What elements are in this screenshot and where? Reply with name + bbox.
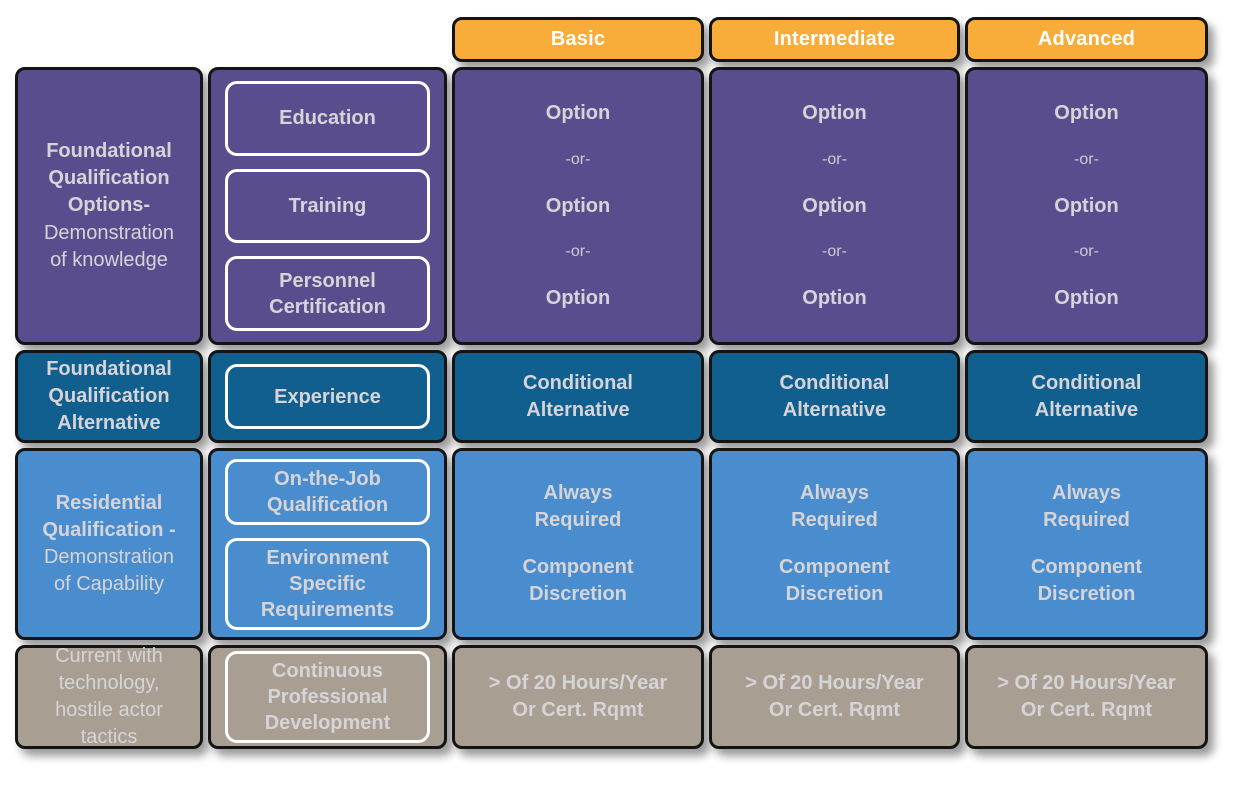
option-text: Option	[802, 101, 867, 124]
cell-cpd-advanced: > Of 20 Hours/Year Or Cert. Rqmt	[965, 645, 1208, 749]
conditional-alternative-text: Conditional Alternative	[1031, 371, 1142, 421]
cell-foundational-intermediate: Option -or- Option -or- Option	[709, 67, 960, 345]
cell-foundational-basic: Option -or- Option -or- Option	[452, 67, 704, 345]
row-label-regular: Demonstration of Capability	[43, 546, 175, 596]
header-basic: Basic	[452, 17, 704, 62]
or-text: -or-	[1074, 243, 1099, 261]
row-label-bold: Foundational Qualification Options-	[46, 140, 172, 217]
hours-requirement-text: > Of 20 Hours/Year Or Cert. Rqmt	[488, 672, 668, 721]
training-label: Training	[288, 195, 367, 217]
education-box: Education	[225, 81, 430, 156]
on-the-job-qualification-label: On-the-Job Qualification	[266, 467, 389, 516]
row-label-current-technology: Current with technology, hostile actor t…	[15, 645, 203, 749]
component-discretion-text: Component Discretion	[1030, 555, 1143, 605]
or-text: -or-	[1074, 150, 1099, 168]
personnel-certification-label: Personnel Certification	[269, 269, 386, 318]
continuous-professional-development-box: Continuous Professional Development	[225, 651, 430, 743]
cell-residential-basic: Always Required Component Discretion	[452, 448, 704, 640]
cell-alternative-advanced: Conditional Alternative	[965, 350, 1208, 443]
row-label-foundational-options: Foundational Qualification Options- Demo…	[15, 67, 203, 345]
option-text: Option	[802, 194, 867, 217]
component-discretion-text: Component Discretion	[778, 555, 891, 605]
education-label: Education	[279, 107, 376, 130]
header-advanced: Advanced	[965, 17, 1208, 62]
cell-foundational-advanced: Option -or- Option -or- Option	[965, 67, 1208, 345]
option-text: Option	[1054, 194, 1119, 217]
always-required-text: Always Required	[534, 482, 622, 532]
hours-requirement-text: > Of 20 Hours/Year Or Cert. Rqmt	[745, 672, 924, 721]
hours-requirement-text: > Of 20 Hours/Year Or Cert. Rqmt	[997, 672, 1176, 721]
experience-box: Experience	[225, 364, 430, 429]
environment-specific-requirements-box: Environment Specific Requirements	[225, 537, 430, 630]
on-the-job-qualification-box: On-the-Job Qualification	[225, 458, 430, 525]
component-discretion-text: Component Discretion	[522, 555, 634, 605]
or-text: -or-	[565, 150, 591, 168]
row-label-residential-qualification: Residential Qualification - Demonstratio…	[15, 448, 203, 640]
or-text: -or-	[822, 150, 847, 168]
cell-alternative-intermediate: Conditional Alternative	[709, 350, 960, 443]
always-required-text: Always Required	[1043, 482, 1130, 532]
training-box: Training	[225, 168, 430, 244]
cell-cpd-intermediate: > Of 20 Hours/Year Or Cert. Rqmt	[709, 645, 960, 749]
option-text: Option	[1054, 287, 1119, 310]
header-intermediate: Intermediate	[709, 17, 960, 62]
cell-residential-advanced: Always Required Component Discretion	[965, 448, 1208, 640]
row-label-regular: Current with technology, hostile actor t…	[55, 644, 163, 749]
foundational-alternative-subboxes: Experience	[208, 350, 447, 443]
row-label-bold: Residential Qualification -	[42, 491, 176, 541]
continuous-professional-development-label: Continuous Professional Development	[264, 660, 391, 734]
continuous-development-subboxes: Continuous Professional Development	[208, 645, 447, 749]
matrix-grid: Basic Intermediate Advanced Foundational…	[15, 17, 1208, 749]
option-text: Option	[545, 287, 611, 310]
or-text: -or-	[565, 243, 591, 261]
environment-specific-requirements-label: Environment Specific Requirements	[260, 546, 395, 621]
experience-label: Experience	[274, 385, 381, 408]
row-label-regular: Demonstration of knowledge	[43, 221, 175, 271]
always-required-text: Always Required	[791, 482, 878, 532]
personnel-certification-box: Personnel Certification	[225, 256, 430, 332]
conditional-alternative-text: Conditional Alternative	[523, 371, 633, 421]
row-label-bold: Foundational Qualification Alternative	[46, 357, 172, 435]
residential-qualification-subboxes: On-the-Job Qualification Environment Spe…	[208, 448, 447, 640]
or-text: -or-	[822, 243, 847, 261]
option-text: Option	[545, 101, 611, 124]
option-text: Option	[802, 287, 867, 310]
cell-residential-intermediate: Always Required Component Discretion	[709, 448, 960, 640]
foundational-options-subboxes: Education Training Personnel Certificati…	[208, 67, 447, 345]
option-text: Option	[1054, 101, 1119, 124]
option-text: Option	[545, 194, 611, 217]
row-label-foundational-alternative: Foundational Qualification Alternative	[15, 350, 203, 443]
cell-cpd-basic: > Of 20 Hours/Year Or Cert. Rqmt	[452, 645, 704, 749]
cell-alternative-basic: Conditional Alternative	[452, 350, 704, 443]
conditional-alternative-text: Conditional Alternative	[779, 371, 890, 421]
